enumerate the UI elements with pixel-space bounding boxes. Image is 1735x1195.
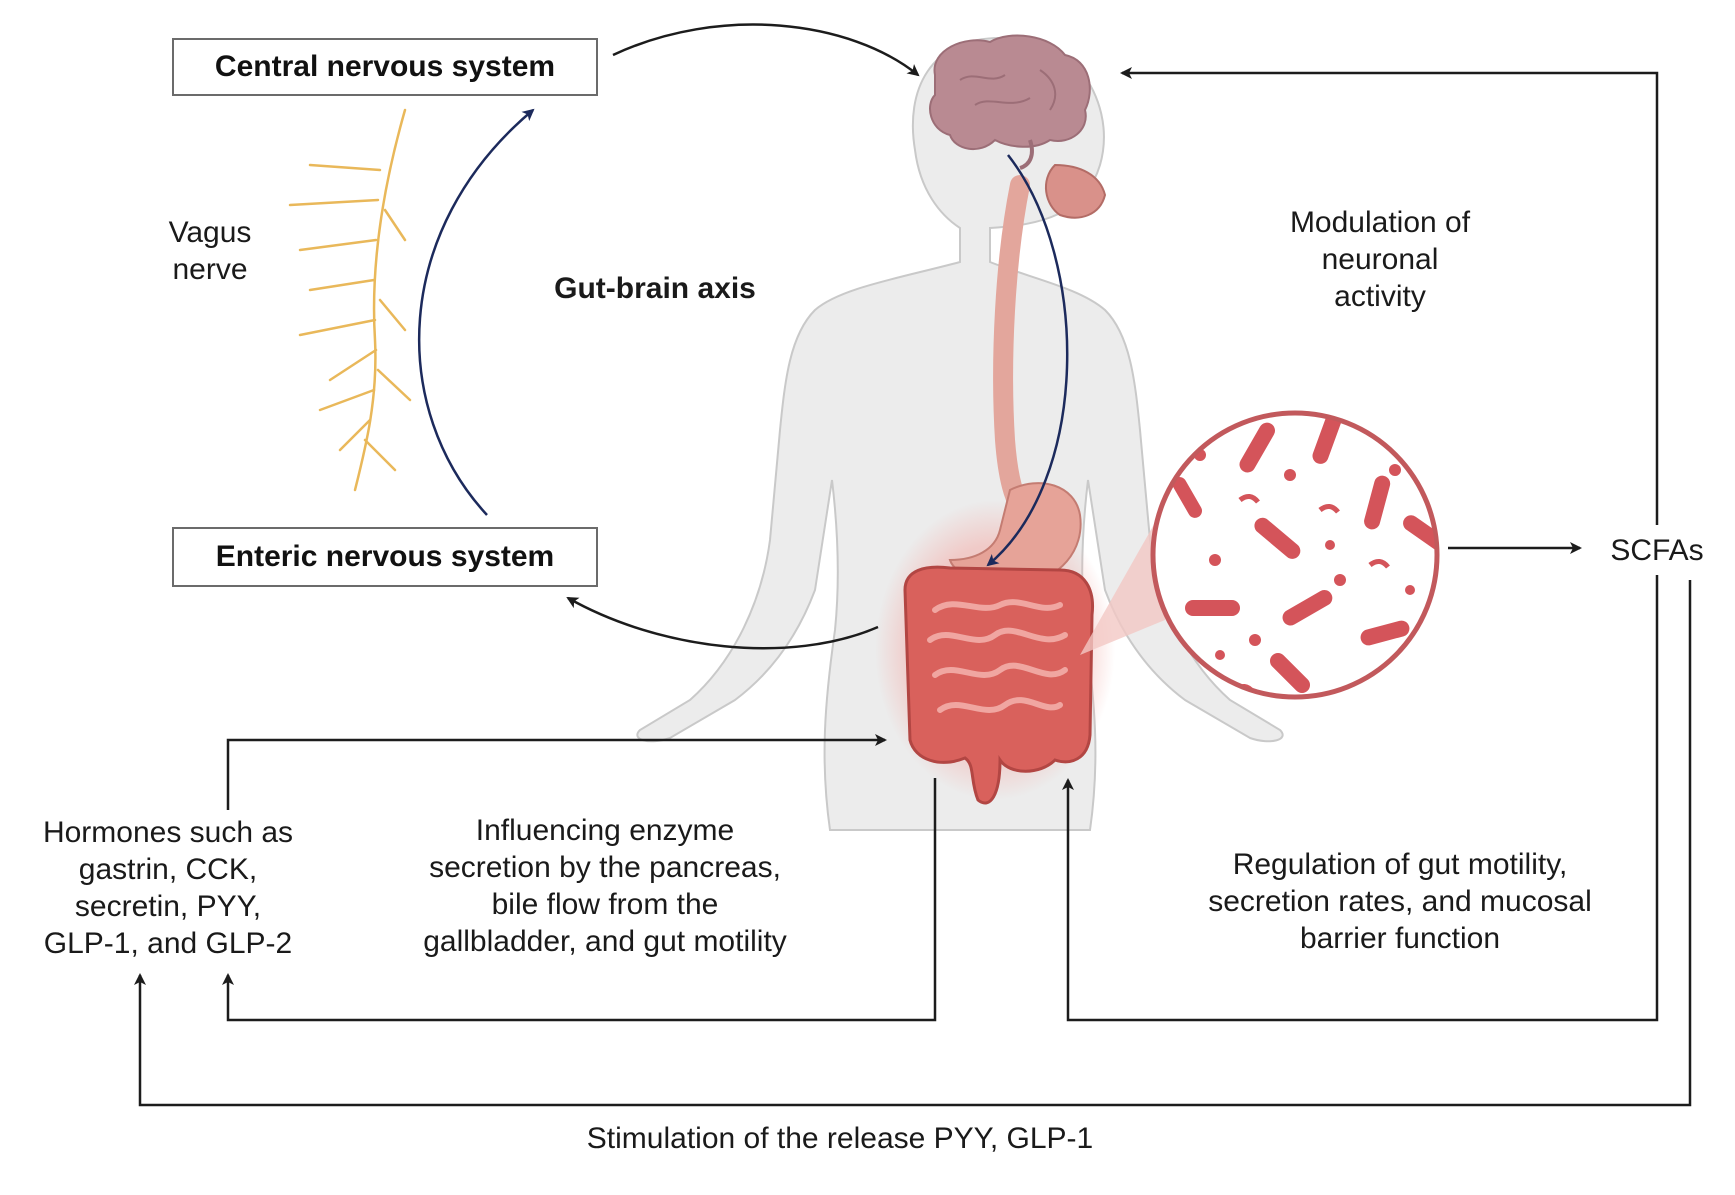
modulation-label: Modulation of neuronal activity [1230, 204, 1530, 315]
cns-box: Central nervous system [172, 38, 598, 96]
enzyme-line4: gallbladder, and gut motility [423, 925, 787, 958]
vagus-label-line2: nerve [172, 253, 248, 286]
enzyme-line1: Influencing enzyme [475, 814, 735, 847]
arrow-hormones-to-gut [226, 734, 887, 810]
arrow-cns-to-brain [612, 23, 920, 77]
scfas-label: SCFAs [1610, 534, 1704, 567]
modulation-line3: activity [1334, 280, 1426, 313]
hormones-line3: secretin, PYY, [74, 890, 262, 923]
brain-icon [929, 34, 1091, 170]
intestine-icon [903, 565, 1095, 805]
regulation-label: Regulation of gut motility, secretion ra… [1170, 846, 1630, 957]
enzyme-line3: bile flow from the [491, 888, 719, 921]
bacteria-icon [1150, 410, 1440, 700]
hormones-line2: gastrin, CCK, [78, 853, 258, 886]
regulation-line3: barrier function [1299, 922, 1501, 955]
enzyme-line2: secretion by the pancreas, [429, 851, 781, 884]
hormones-line1: Hormones such as [42, 816, 294, 849]
axis-label: Gut-brain axis [554, 272, 756, 305]
arrow-scfas-to-gut [1062, 575, 1659, 1022]
vagus-label: Vagus nerve [140, 214, 280, 288]
arrow-gut-to-ens [566, 596, 879, 650]
modulation-line2: neuronal [1321, 243, 1439, 276]
regulation-line1: Regulation of gut motility, [1232, 848, 1568, 881]
arrow-scfas-to-hormones [134, 580, 1692, 1107]
vagus-nerve-icon [288, 108, 412, 492]
enzyme-label: Influencing enzyme secretion by the panc… [395, 812, 815, 960]
arrow-scfas-to-brain [1120, 67, 1659, 525]
hormones-line4: GLP-1, and GLP-2 [43, 927, 293, 960]
hormones-label: Hormones such as gastrin, CCK, secretin,… [18, 814, 318, 962]
modulation-line1: Modulation of [1289, 206, 1471, 239]
axis-arrow-brain-to-gut [986, 154, 1069, 567]
human-body-icon [636, 36, 1284, 831]
regulation-line2: secretion rates, and mucosal [1208, 885, 1592, 918]
axis-arrow-ens-to-cns [418, 108, 535, 516]
ens-box: Enteric nervous system [172, 527, 598, 587]
arrow-gut-to-hormones [222, 778, 937, 1022]
vagus-label-line1: Vagus [168, 216, 252, 249]
mouth-region [1044, 163, 1107, 219]
zoom-cone [1080, 505, 1165, 655]
stimulation-label: Stimulation of the release PYY, GLP-1 [586, 1122, 1094, 1155]
